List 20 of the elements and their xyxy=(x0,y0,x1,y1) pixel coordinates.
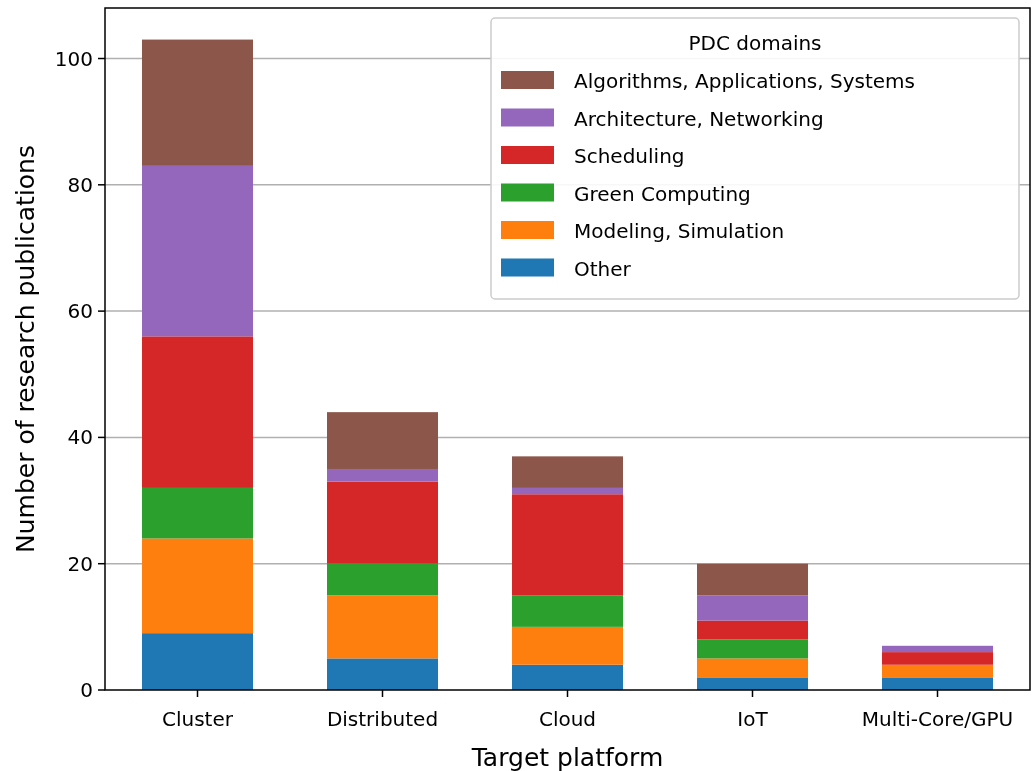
tick-label: 60 xyxy=(67,299,93,324)
tick-label: 100 xyxy=(54,46,93,71)
legend-label: Algorithms, Applications, Systems xyxy=(574,69,915,93)
legend-label: Modeling, Simulation xyxy=(574,219,785,243)
legend-label: Scheduling xyxy=(574,144,685,168)
legend-title: PDC domains xyxy=(688,31,822,55)
tick-label: 40 xyxy=(67,425,93,450)
tick-label: 80 xyxy=(67,172,93,197)
tick-label: Cluster xyxy=(162,707,233,731)
axis-title: Target platform xyxy=(471,743,664,771)
legend-label: Other xyxy=(574,256,631,281)
tick-label: 20 xyxy=(67,551,93,576)
tick-label: Distributed xyxy=(326,707,439,731)
tick-label: Multi-Core/GPU xyxy=(861,707,1014,731)
legend-label: Architecture, Networking xyxy=(574,106,824,131)
tick-label: Cloud xyxy=(538,707,597,731)
legend-label: Green Computing xyxy=(574,181,751,206)
axis-title: Number of research publications xyxy=(11,145,40,553)
tick-label: IoT xyxy=(737,707,768,731)
tick-label: 0 xyxy=(80,678,93,702)
